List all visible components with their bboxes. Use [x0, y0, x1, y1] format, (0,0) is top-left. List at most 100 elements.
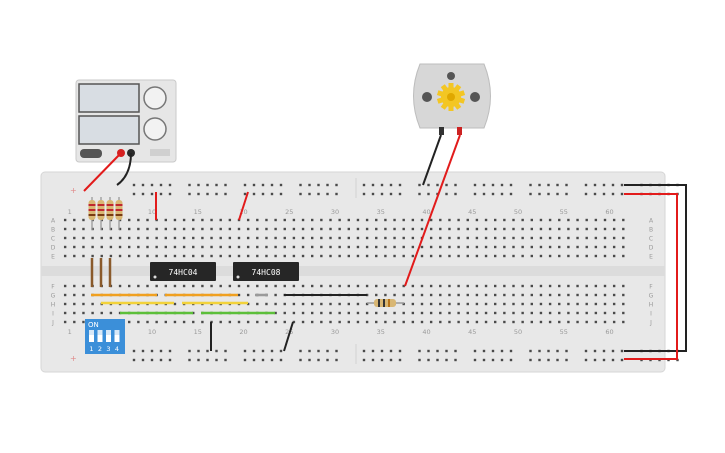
breadboard-hole [530, 284, 533, 288]
rail-hole [491, 358, 495, 362]
breadboard-hole [475, 320, 479, 324]
breadboard-hole [246, 245, 250, 249]
chip-74hc08[interactable]: 74HC08 [233, 262, 299, 281]
rail-hole [362, 192, 366, 196]
breadboard-hole [494, 254, 497, 258]
row-label: F [649, 284, 653, 291]
breadboard-hole [448, 293, 451, 297]
power-supply[interactable] [75, 79, 177, 163]
breadboard-hole [356, 302, 360, 306]
breadboard-hole [558, 284, 561, 288]
breadboard-hole [155, 236, 158, 240]
breadboard-hole [594, 302, 598, 306]
breadboard-hole [82, 320, 85, 324]
rail-hole [224, 349, 227, 353]
power-switch[interactable] [80, 149, 102, 158]
breadboard-hole [484, 236, 488, 240]
breadboard-hole [393, 254, 396, 258]
breadboard-hole [246, 302, 250, 306]
breadboard-hole [182, 218, 186, 222]
wire-motor-red[interactable] [404, 134, 461, 287]
breadboard-hole [192, 284, 195, 288]
rail-hole [317, 183, 320, 187]
resistor-array[interactable] [88, 197, 123, 230]
dip-switch-number: 4 [115, 345, 119, 353]
chip-74hc04[interactable]: 74HC04 [150, 262, 216, 281]
rail-hole [261, 183, 265, 187]
breadboard-hole [503, 245, 506, 249]
breadboard-hole [411, 293, 415, 297]
breadboard-hole [585, 236, 588, 240]
rail-hole [556, 183, 559, 187]
breadboard-hole [384, 311, 387, 315]
column-label: 30 [331, 328, 339, 336]
rail-hole [565, 358, 568, 362]
rail-hole [482, 183, 486, 187]
rail-hole [197, 183, 200, 187]
breadboard-hole [375, 236, 378, 240]
rail-hole [215, 192, 218, 196]
current-knob[interactable] [143, 117, 167, 141]
rail-hole [362, 183, 366, 187]
dc-motor[interactable] [413, 63, 491, 135]
breadboard-hole [429, 245, 433, 249]
wire-rail-black[interactable] [624, 184, 687, 352]
resistor-band [115, 209, 123, 211]
wire-jumper-red-2[interactable] [238, 191, 249, 221]
breadboard-hole [411, 320, 415, 324]
breadboard-hole [539, 302, 543, 306]
motor-screw-left [422, 92, 432, 102]
breadboard-hole [82, 236, 85, 240]
breadboard-hole [356, 254, 360, 258]
breadboard-hole [457, 284, 460, 288]
breadboard-hole [475, 245, 479, 249]
rail-hole [529, 183, 532, 187]
motor-terminal-black [439, 127, 444, 135]
breadboard-hole [118, 218, 122, 222]
breadboard-hole [603, 293, 607, 297]
breadboard-hole [539, 293, 543, 297]
wire-supply-negative[interactable] [116, 152, 132, 186]
breadboard-hole [338, 254, 341, 258]
breadboard-hole [338, 245, 341, 249]
rail-hole [482, 192, 486, 196]
breadboard-hole [558, 236, 561, 240]
rail-hole [602, 349, 606, 353]
breadboard-hole [512, 218, 515, 222]
wire-rail-red[interactable] [624, 193, 678, 360]
breadboard-hole [475, 311, 479, 315]
breadboard-hole [612, 254, 616, 258]
rail-hole [188, 349, 191, 353]
breadboard-hole [82, 227, 85, 231]
breadboard-hole [73, 236, 76, 240]
breadboard-hole [375, 227, 378, 231]
breadboard-hole [146, 284, 149, 288]
breadboard-hole [219, 218, 222, 222]
rail-hole [445, 358, 448, 362]
gear-tooth [448, 105, 454, 111]
breadboard-hole [63, 293, 67, 297]
breadboard-hole [274, 227, 277, 231]
rail-hole [215, 358, 218, 362]
breadboard-hole [237, 284, 241, 288]
wire-motor-black[interactable] [422, 134, 442, 186]
rail-hole [398, 358, 402, 362]
wire-supply-positive[interactable] [83, 152, 122, 192]
breadboard-hole [137, 254, 140, 258]
breadboard-hole [109, 236, 113, 240]
breadboard-hole [237, 254, 241, 258]
resistor-band [88, 209, 96, 211]
breadboard-hole [576, 245, 579, 249]
breadboard-hole [128, 245, 131, 249]
wire-jumper-black-3[interactable] [283, 321, 294, 352]
breadboard-hole [265, 254, 268, 258]
rail-hole [602, 358, 606, 362]
rail-hole [362, 358, 366, 362]
column-label: 40 [422, 208, 430, 216]
voltage-knob[interactable] [143, 86, 167, 110]
breadboard-hole [109, 311, 113, 315]
resistor-single[interactable] [367, 299, 404, 307]
row-label: D [51, 245, 56, 252]
breadboard-hole [594, 218, 598, 222]
